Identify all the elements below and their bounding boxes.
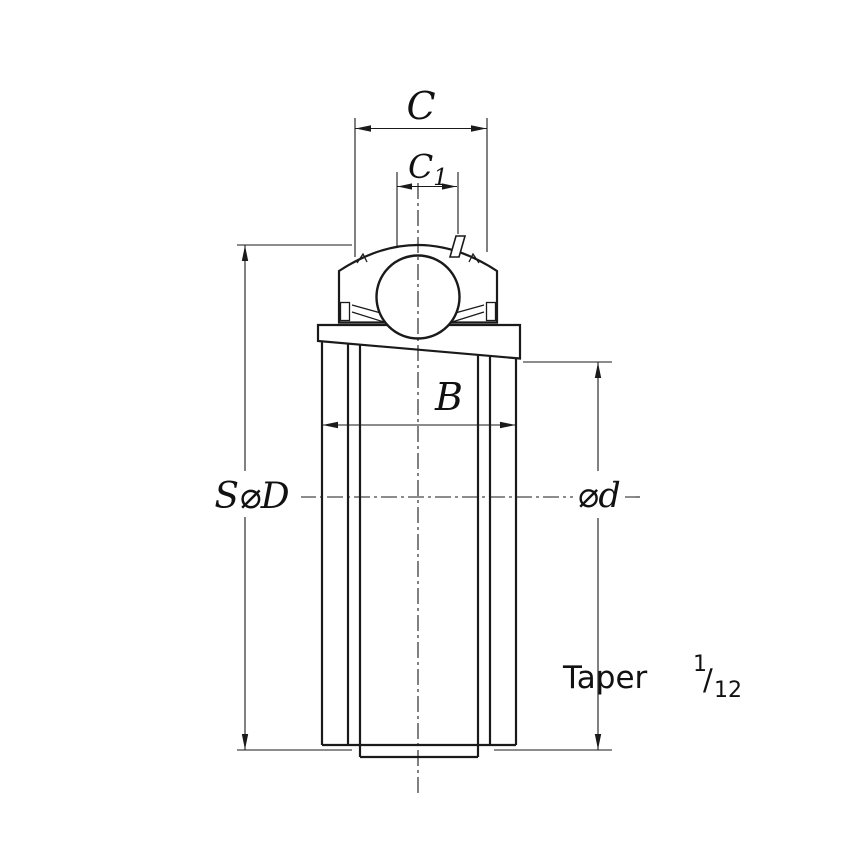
dimension-c1-subscript: 1 xyxy=(433,165,448,191)
dimension-sd: S⌀D xyxy=(204,244,352,751)
dimension-d: ⌀d xyxy=(494,361,625,751)
taper-fraction-numerator: 1 xyxy=(693,652,707,677)
taper-note: Taper 1 / 12 xyxy=(562,652,742,703)
arrowhead xyxy=(397,183,412,190)
arrowhead xyxy=(594,734,602,750)
taper-fraction-denominator: 12 xyxy=(714,678,742,703)
taper-fraction-slash: / xyxy=(703,663,713,697)
dimension-b: B xyxy=(322,375,516,429)
outer-ring-slot xyxy=(448,235,467,258)
dimension-sd-label: S⌀D xyxy=(214,476,289,517)
dimension-b-label: B xyxy=(434,375,463,419)
arrowhead xyxy=(471,125,487,132)
dimension-c1: C1 xyxy=(396,147,459,248)
ring-notch-left xyxy=(356,252,368,264)
dimension-c1-base: C xyxy=(408,147,433,186)
arrowhead xyxy=(241,734,249,750)
arrowhead xyxy=(355,125,371,132)
arrowhead xyxy=(241,245,249,261)
dimension-c-label: C xyxy=(406,84,435,128)
arrowhead xyxy=(594,362,602,378)
arrowhead xyxy=(500,421,516,429)
ring-notch-right xyxy=(468,252,480,264)
seal-lip-left-2 xyxy=(351,311,385,323)
seal-lip-right-2 xyxy=(451,311,485,323)
bearing-part xyxy=(316,235,522,759)
seal-groove-right xyxy=(485,301,497,322)
dimension-d-label: ⌀d xyxy=(577,476,620,516)
arrowhead xyxy=(442,183,457,190)
taper-word: Taper xyxy=(562,660,648,696)
label-mask xyxy=(204,473,301,517)
outer-ring-section xyxy=(337,243,499,324)
label-mask xyxy=(573,474,625,518)
arrowhead xyxy=(322,421,338,429)
seal-groove-left xyxy=(339,301,351,322)
dimension-c1-label: C1 xyxy=(408,147,448,191)
inner-ring-section xyxy=(316,323,522,360)
dimension-c: C xyxy=(354,84,488,257)
